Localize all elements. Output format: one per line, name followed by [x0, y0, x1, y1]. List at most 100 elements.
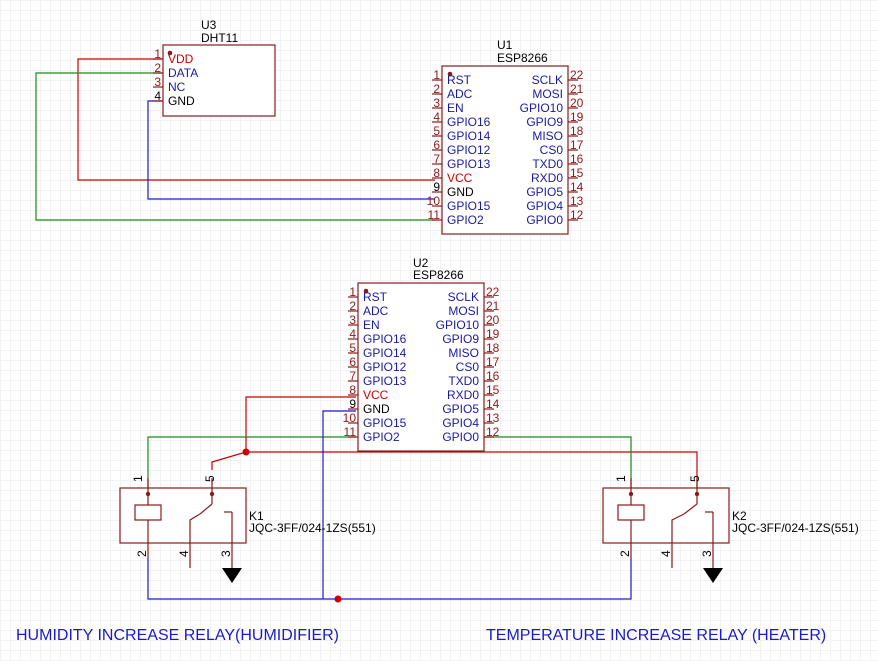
u1-pin-num: 12: [570, 208, 584, 222]
u1-pin-num: 3: [433, 96, 440, 110]
u1-pin-num: 8: [433, 166, 440, 180]
wire-data-to-u1-gpio2[interactable]: [35, 72, 435, 221]
u2-pin-label: GPIO14: [363, 346, 407, 360]
u1-pin-num: 18: [570, 124, 584, 138]
u2-pin-label: GPIO9: [442, 332, 479, 346]
u1-pin-num: 6: [433, 138, 440, 152]
ground-arrow-icon: [703, 568, 723, 583]
wire-u2-gpio2-to-k1[interactable]: [147, 436, 356, 488]
u2-pin-num: 17: [486, 355, 500, 369]
u2-pin-num: 10: [343, 411, 357, 425]
u2-pin-label: GPIO15: [363, 416, 407, 430]
u1-pin-label: GPIO10: [520, 101, 564, 115]
pin1-marker-dot: [447, 71, 453, 77]
u2-pin-label: ADC: [363, 304, 389, 318]
k1-body: [119, 487, 247, 544]
k1-value: JQC-3FF/024-1ZS(551): [249, 521, 376, 535]
relay-coil-icon: [617, 488, 645, 543]
wire-u2-vcc-to-relays[interactable]: [245, 396, 356, 452]
u1-pin-label: GPIO5: [526, 185, 563, 199]
u2-pin-label: RST: [363, 290, 388, 304]
k2-pin-num-1: 1: [614, 475, 628, 482]
k1-ref: K1: [249, 509, 264, 523]
relay-coil-icon: [134, 488, 162, 543]
wire-ground-bus[interactable]: [147, 558, 632, 600]
u3-pin-num: 1: [154, 47, 161, 61]
u3-ref: U3: [201, 18, 217, 32]
u2-pin-num: 9: [349, 397, 356, 411]
caption-humidity-relay: HUMIDITY INCREASE RELAY(HUMIDIFIER): [16, 627, 339, 644]
u2-pin-num: 4: [349, 327, 356, 341]
u2-pin-num: 3: [349, 313, 356, 327]
u3-value: DHT11: [201, 31, 238, 45]
u1-pin-num: 13: [570, 194, 584, 208]
u1-pin-label: GND: [447, 185, 474, 199]
u2-pin-num: 19: [486, 327, 500, 341]
u1-pin-num: 19: [570, 110, 584, 124]
u1-pin-label: GPIO12: [447, 143, 491, 157]
u1-pin-num: 21: [570, 82, 584, 96]
u1-pin-num: 7: [433, 152, 440, 166]
u1-pin-num: 14: [570, 180, 584, 194]
k2-pin-num-4: 4: [659, 550, 673, 557]
u2-pin-num: 22: [486, 285, 500, 299]
u1-pin-label: GPIO9: [526, 115, 563, 129]
u1-pin-label: GPIO14: [447, 129, 491, 143]
u3-pin-label: VDD: [168, 52, 194, 66]
u2-value: ESP8266: [413, 268, 464, 282]
u1-pin-label: MOSI: [532, 87, 563, 101]
u2-pin-label: GND: [363, 402, 390, 416]
u2-pin-num: 16: [486, 369, 500, 383]
u2-pin-label: GPIO2: [363, 430, 400, 444]
u1-pin-label: GPIO0: [526, 213, 563, 227]
u1-pin-label: SCLK: [532, 73, 563, 87]
u2-pin-label: MOSI: [448, 304, 479, 318]
u1-pin-num: 15: [570, 166, 584, 180]
k2-value: JQC-3FF/024-1ZS(551): [732, 521, 859, 535]
u2-pin-num: 18: [486, 341, 500, 355]
u1-pin-num: 17: [570, 138, 584, 152]
u1-pin-label: MISO: [532, 129, 563, 143]
wire-vdd-to-u1-vcc[interactable]: [77, 58, 435, 181]
u1-body: [441, 65, 569, 235]
u2-pin-num: 6: [349, 355, 356, 369]
u1-ref: U1: [497, 38, 513, 52]
u1-pin-num: 16: [570, 152, 584, 166]
u2-pin-num: 13: [486, 411, 500, 425]
u3-body: [162, 44, 276, 117]
u1-pin-label: ADC: [447, 87, 473, 101]
k2-relay[interactable]: 1 5 2 4 3 K2 JQC-3FF/024-1ZS(551): [602, 475, 859, 583]
k2-pin-num-3: 3: [700, 550, 714, 557]
u2-pin-num: 21: [486, 299, 500, 313]
u1-pin-num: 11: [428, 208, 441, 222]
u1-pin-label: GPIO16: [447, 115, 491, 129]
k2-pin-num-2: 2: [618, 550, 632, 557]
u1-pin-label: GPIO2: [447, 213, 484, 227]
k1-relay[interactable]: 1 5 2 4 3 K1 JQC-3FF/024-1ZS(551): [119, 475, 376, 583]
u2-pin-num: 2: [349, 299, 356, 313]
relay-switch-icon: [671, 488, 714, 543]
u2-pin-num: 14: [486, 397, 500, 411]
u2-pin-num: 7: [349, 369, 356, 383]
u1-pin-num: 5: [433, 124, 440, 138]
wire-u2-gpio0-to-k2[interactable]: [484, 436, 632, 488]
u1-pin-num: 20: [570, 96, 584, 110]
u3-pin-label: NC: [168, 80, 186, 94]
relay-switch-icon: [189, 488, 233, 543]
u2-pin-num: 11: [344, 425, 357, 439]
k1-pin-num-4: 4: [177, 550, 191, 557]
wire-u2-gnd-to-bus[interactable]: [322, 410, 356, 599]
u1-pin-num: 4: [433, 110, 440, 124]
u2-pin-label: VCC: [363, 388, 389, 402]
u2-pin-label: MISO: [448, 346, 479, 360]
u3-pin-num: 2: [154, 61, 161, 75]
pin1-marker-dot: [167, 50, 173, 56]
u2-pin-label: RXD0: [447, 388, 479, 402]
u2-body: [357, 282, 485, 452]
u1-pin-label: EN: [447, 101, 464, 115]
u2-pin-label: GPIO16: [363, 332, 407, 346]
